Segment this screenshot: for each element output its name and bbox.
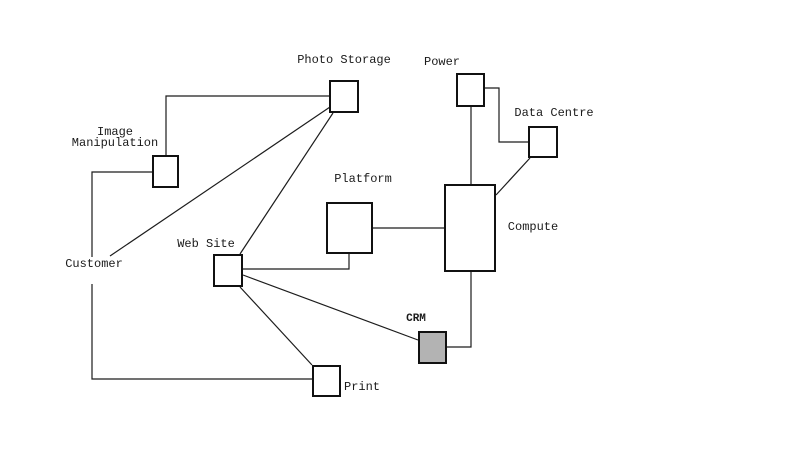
edge-data-centre-compute bbox=[495, 157, 531, 196]
edge-web-site-platform bbox=[243, 254, 350, 270]
node-platform[interactable] bbox=[326, 202, 373, 254]
edge-web-site-print bbox=[239, 286, 313, 366]
edge-image-manipulation-photo-storage bbox=[165, 95, 329, 155]
label-customer: Customer bbox=[65, 257, 123, 271]
label-web-site: Web Site bbox=[177, 237, 235, 251]
label-platform: Platform bbox=[334, 172, 392, 186]
node-compute[interactable] bbox=[444, 184, 496, 272]
node-data-centre[interactable] bbox=[528, 126, 558, 158]
label-power: Power bbox=[423, 55, 461, 69]
node-photo-storage[interactable] bbox=[329, 80, 359, 113]
edge-customer-image-manipulation bbox=[91, 171, 152, 257]
node-image-manipulation[interactable] bbox=[152, 155, 179, 188]
label-image-manipulation: Image Manipulation bbox=[71, 125, 159, 150]
node-power[interactable] bbox=[456, 73, 485, 107]
label-compute: Compute bbox=[507, 220, 559, 234]
label-crm: CRM bbox=[406, 313, 426, 325]
node-web-site[interactable] bbox=[213, 254, 243, 287]
node-crm[interactable] bbox=[418, 331, 447, 364]
label-print: Print bbox=[343, 380, 381, 394]
edge-compute-crm bbox=[447, 272, 472, 348]
label-photo-storage: Photo Storage bbox=[297, 53, 391, 67]
edge-web-site-crm bbox=[242, 274, 419, 341]
node-print[interactable] bbox=[312, 365, 341, 397]
edge-customer-photo-storage bbox=[109, 106, 331, 257]
edge-power-data-centre bbox=[485, 87, 528, 143]
label-data-centre: Data Centre bbox=[514, 106, 594, 120]
edge-customer-print bbox=[91, 284, 312, 380]
edge-photo-storage-web-site bbox=[239, 112, 334, 255]
